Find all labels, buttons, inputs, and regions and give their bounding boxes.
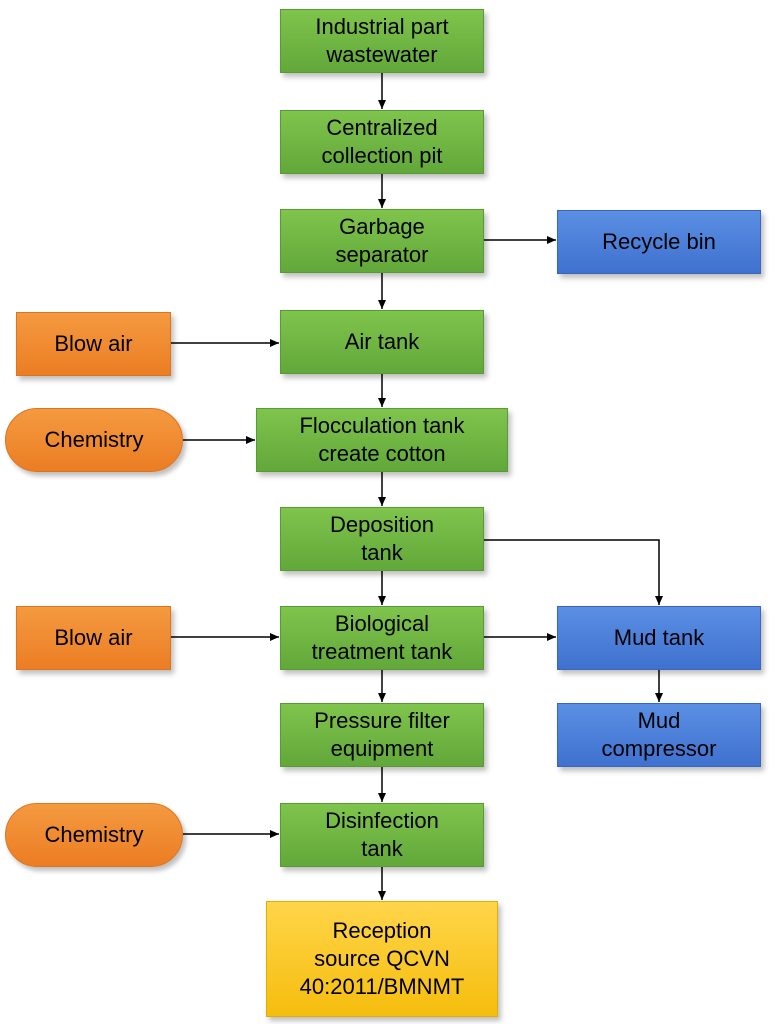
reception-source-node: Reception source QCVN 40:2011/BMNMT xyxy=(266,901,498,1017)
chemistry-node-2: Chemistry xyxy=(5,803,183,867)
biological-treatment-tank-node: Biological treatment tank xyxy=(280,606,484,670)
mud-compressor-node: Mud compressor xyxy=(557,703,761,767)
industrial-wastewater-node: Industrial part wastewater xyxy=(280,9,484,73)
arrow-deposition-to-mudtank xyxy=(484,539,663,605)
collection-pit-node: Centralized collection pit xyxy=(280,110,484,174)
disinfection-tank-node: Disinfection tank xyxy=(280,803,484,867)
pressure-filter-node: Pressure filter equipment xyxy=(280,703,484,767)
blow-air-node-1: Blow air xyxy=(16,312,171,376)
deposition-tank-node: Deposition tank xyxy=(280,507,484,571)
flocculation-tank-node: Flocculation tank create cotton xyxy=(256,408,508,472)
mud-tank-node: Mud tank xyxy=(557,606,761,670)
recycle-bin-node: Recycle bin xyxy=(557,210,761,274)
blow-air-node-2: Blow air xyxy=(16,606,171,670)
garbage-separator-node: Garbage separator xyxy=(280,209,484,273)
chemistry-node-1: Chemistry xyxy=(5,408,183,472)
air-tank-node: Air tank xyxy=(280,310,484,374)
